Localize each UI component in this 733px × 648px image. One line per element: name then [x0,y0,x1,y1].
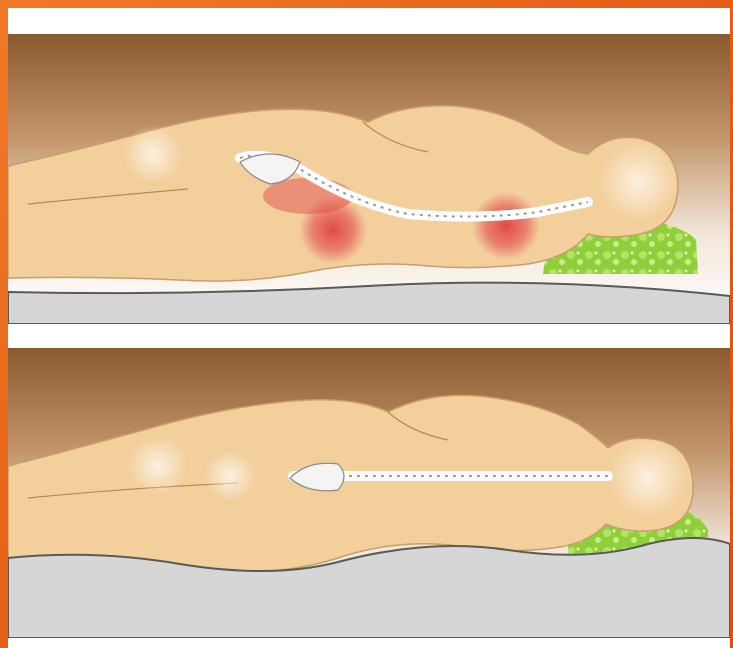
panel-correct-posture [8,348,730,638]
incorrect-posture-illustration [8,34,730,324]
pain-area-shoulder [472,192,540,260]
correct-posture-illustration [8,348,730,638]
panel-incorrect-posture [8,34,730,324]
illustration-card [8,8,730,648]
